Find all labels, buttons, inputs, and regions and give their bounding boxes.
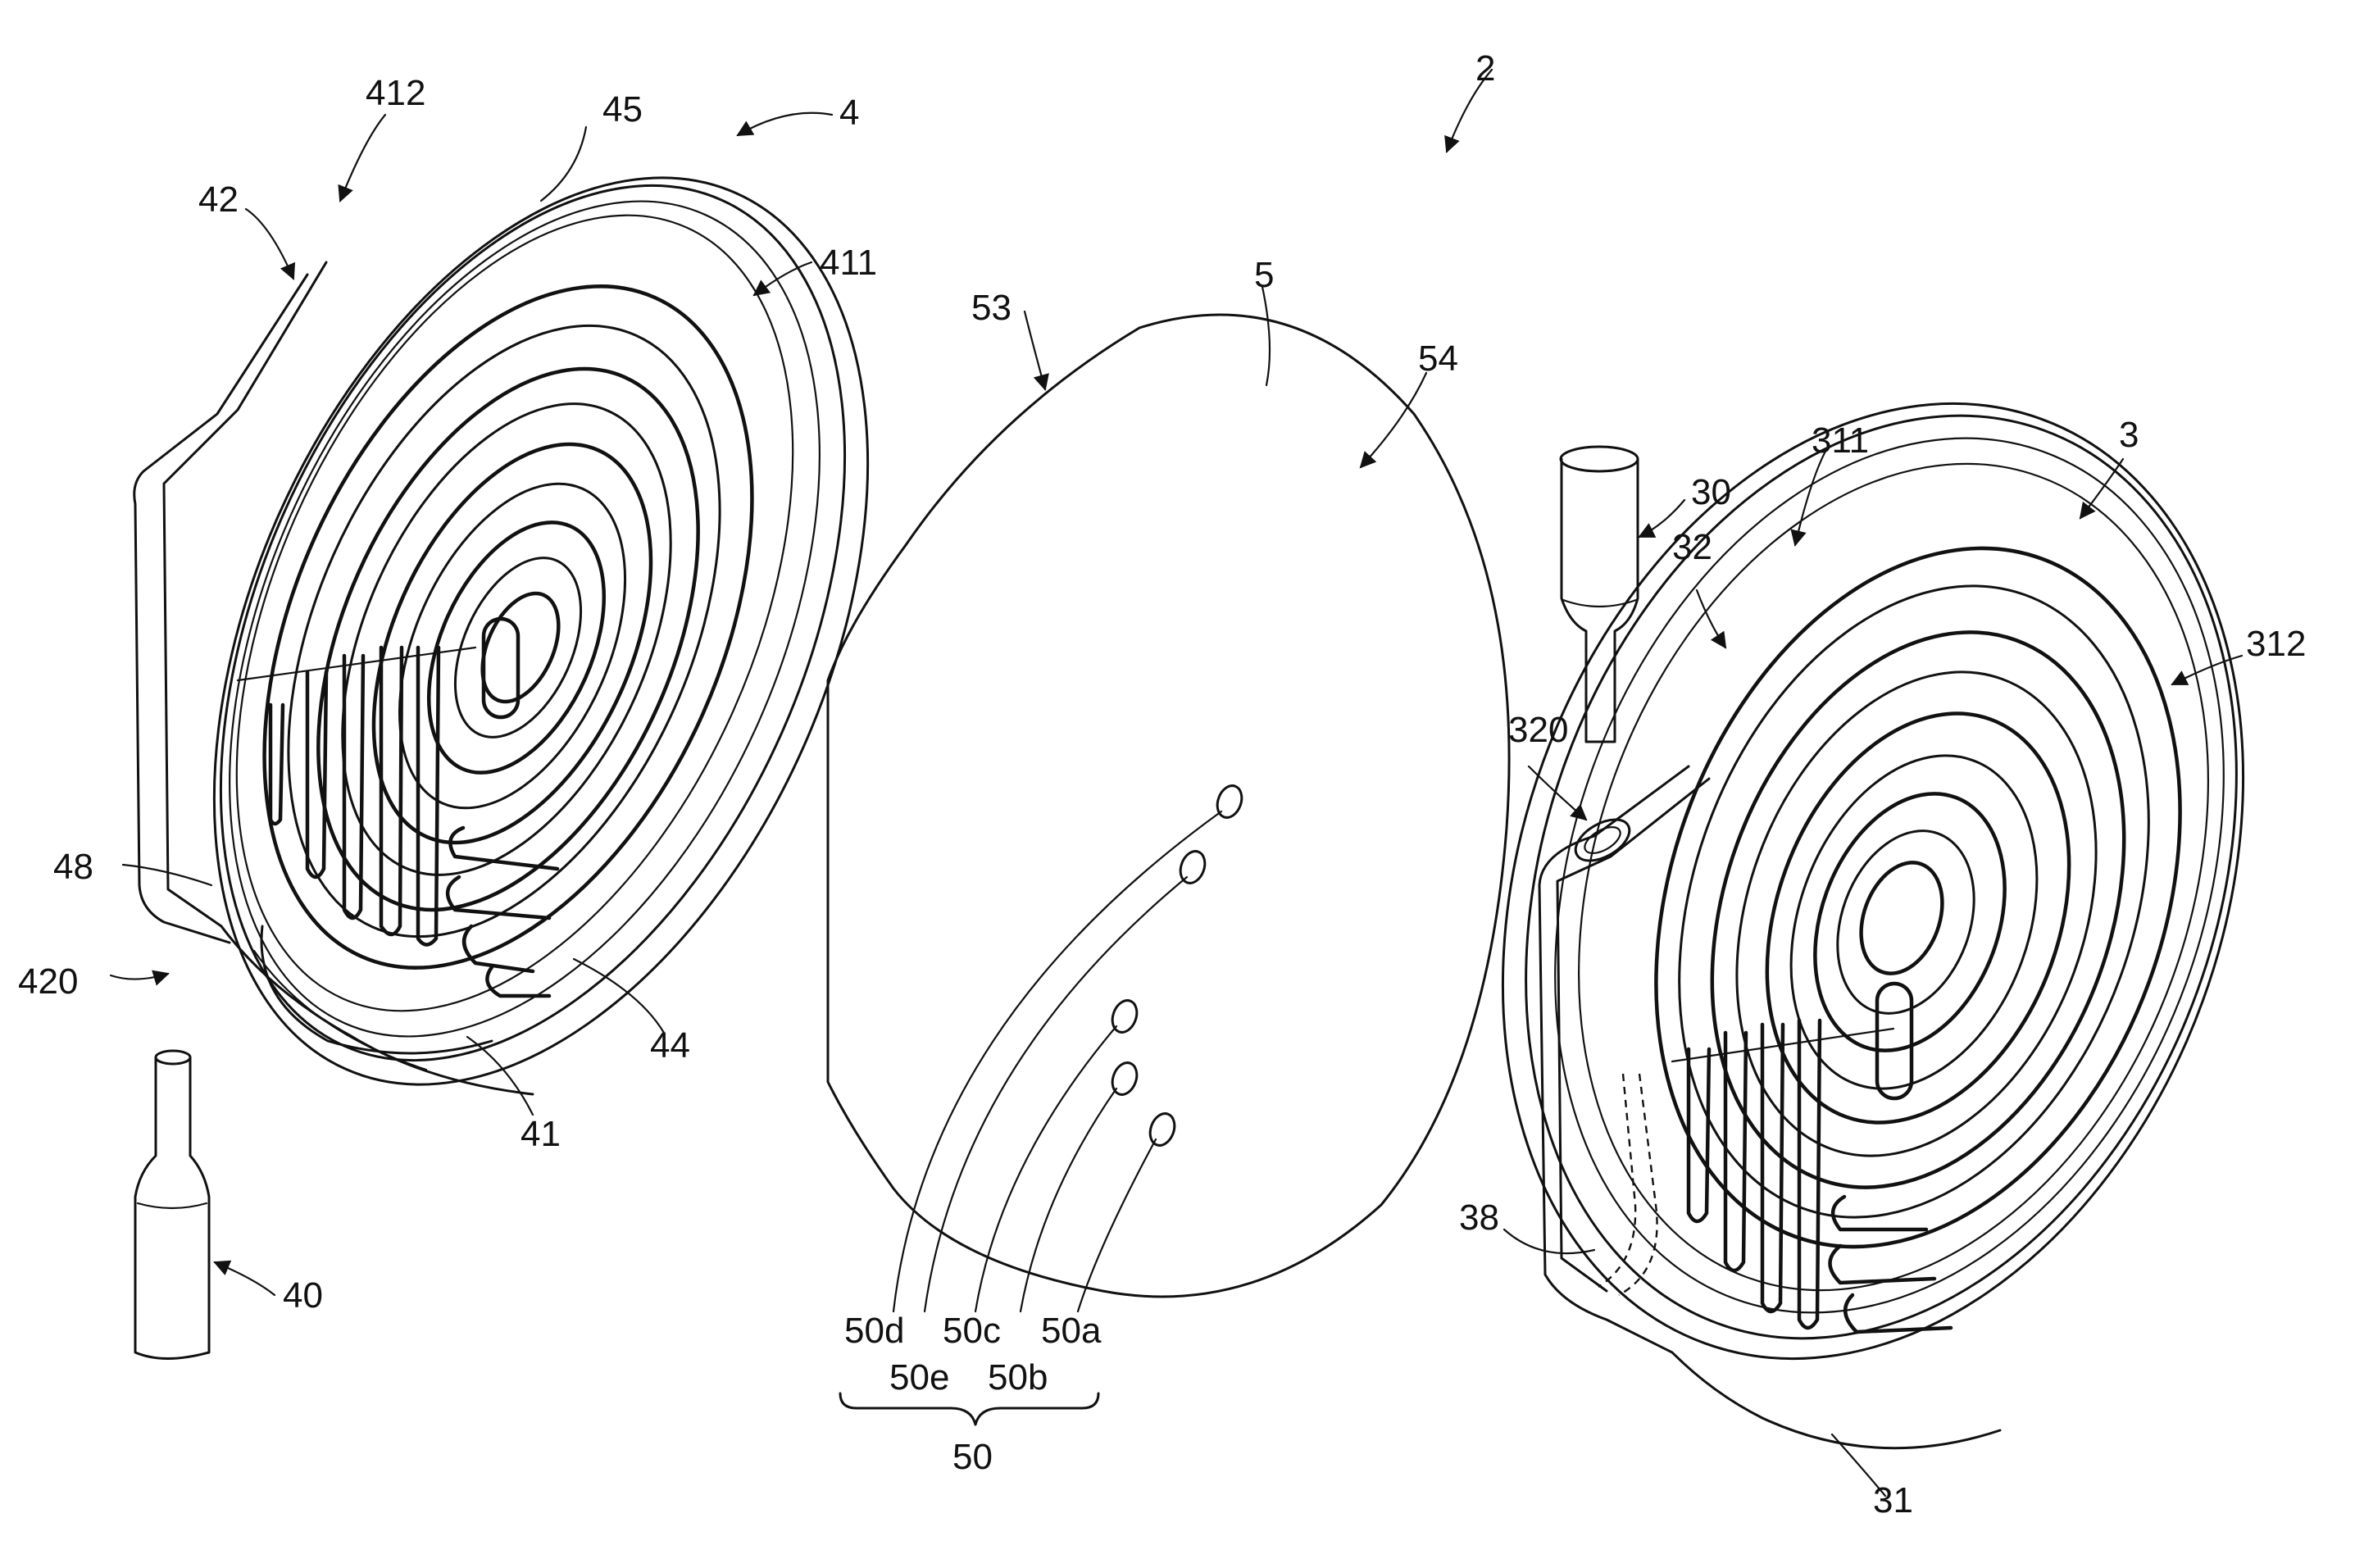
- label-50c: 50c: [943, 1311, 1001, 1351]
- brace-50: [840, 1393, 1098, 1425]
- label-311: 311: [1812, 420, 1869, 461]
- label-30: 30: [1691, 472, 1731, 512]
- label-50d: 50d: [844, 1311, 904, 1351]
- label-40: 40: [283, 1275, 323, 1316]
- membrane-5: [828, 315, 1509, 1311]
- connector-30: [1561, 447, 1638, 742]
- connector-40: [135, 1051, 209, 1359]
- label-45: 45: [602, 89, 643, 130]
- label-54: 54: [1418, 339, 1458, 379]
- label-50: 50: [952, 1437, 993, 1477]
- label-50b: 50b: [988, 1357, 1048, 1398]
- label-2: 2: [1475, 48, 1495, 89]
- label-3: 3: [2119, 415, 2139, 455]
- label-48: 48: [53, 847, 93, 887]
- label-32: 32: [1672, 527, 1712, 567]
- label-31: 31: [1873, 1480, 1913, 1520]
- label-50a: 50a: [1041, 1311, 1102, 1351]
- label-4: 4: [839, 93, 859, 133]
- label-41: 41: [521, 1114, 561, 1154]
- label-42: 42: [198, 180, 239, 220]
- label-53: 53: [971, 288, 1012, 328]
- label-5: 5: [1254, 255, 1274, 295]
- leader-lines: [111, 70, 2242, 1496]
- label-50e: 50e: [889, 1357, 949, 1398]
- label-412: 412: [366, 73, 425, 113]
- label-411: 411: [820, 243, 877, 283]
- label-420: 420: [18, 961, 78, 1002]
- label-44: 44: [650, 1025, 690, 1066]
- right-plate-3: [1375, 299, 2364, 1463]
- label-38: 38: [1459, 1198, 1499, 1238]
- label-312: 312: [2246, 624, 2306, 664]
- label-320: 320: [1508, 710, 1568, 750]
